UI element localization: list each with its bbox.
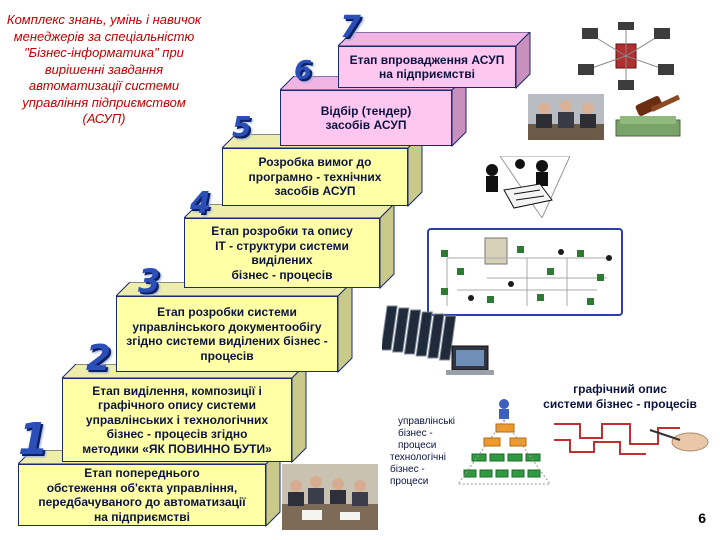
binders-image [382,305,494,375]
process-pyramid-image [458,399,551,485]
step-5-label: Розробка вимог до програмно - технічних … [222,148,408,206]
step-2-side [291,364,307,464]
hand-drawing-image [554,423,709,455]
step-7-side [515,32,531,90]
intro-text: Комплекс знань, умінь і навичок менеджер… [6,12,202,126]
technology-processes-label: технологічні бізнес - процеси [390,452,447,487]
step-7-top [338,32,531,47]
page-number: 6 [698,510,706,526]
graphic-description-caption: графічний опис системи бізнес - процесів [543,382,697,411]
step-6-label: Відбір (тендер) засобів АСУП [280,90,452,146]
step-3-label: Етап розробки системи управлінського док… [116,296,338,372]
step-3-side [337,282,353,374]
step-7-label: Етап впровадження АСУП на підприємстві [338,46,516,88]
step-number-5: 5 [232,110,252,143]
step-3-block [116,282,353,374]
management-processes-label: управлінські бізнес - процеси [398,416,456,451]
step-number-4: 4 [190,186,211,221]
network-image [578,22,674,90]
gavel-image [615,94,681,137]
people-photo [528,94,604,140]
step-4-label: Етап розробки та опису IT - структури си… [184,218,380,288]
step-number-6: 6 [294,56,313,86]
step-2-label: Етап виділення, композиції і графічного … [62,378,292,462]
step-number-2: 2 [86,338,112,379]
team-meeting-photo [282,464,378,530]
it-structure-diagram [427,228,623,316]
step-number-7: 7 [340,10,361,45]
step-number-3: 3 [138,262,161,300]
step-4-side [379,204,395,290]
step-number-1: 1 [18,414,49,465]
step-1-label: Етап попереднього обстеження об'єкта упр… [18,464,266,526]
meeting-sketch-image [486,156,570,218]
